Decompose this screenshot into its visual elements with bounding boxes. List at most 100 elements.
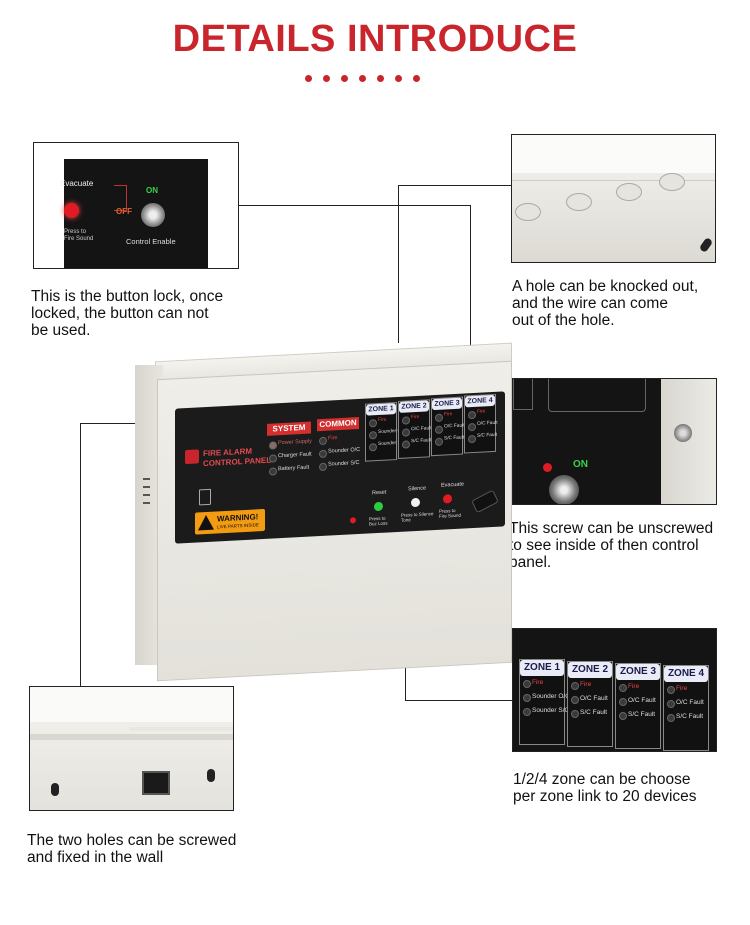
- system-line: Power Supply: [278, 438, 312, 447]
- mounting-slot-icon: [698, 236, 714, 254]
- zone-led: [435, 437, 443, 447]
- evacuate-label: Evacuate: [441, 481, 464, 489]
- zone-led: [402, 428, 410, 437]
- evacuate-button: [443, 494, 452, 504]
- zone-line: Sounder O/C: [532, 693, 570, 700]
- common-line: Fire: [328, 435, 338, 442]
- evacuate-note: Press to Fire Sound: [439, 507, 462, 519]
- zone-header: ZONE 2: [399, 400, 429, 413]
- zone-line: O/C Fault: [444, 423, 465, 430]
- reset-note: Press to Buz Loss: [369, 515, 388, 527]
- on-label: ON: [573, 459, 588, 470]
- press-to-fire-sound-label: Press to Fire Sound: [64, 229, 94, 242]
- zone-line: Fire: [444, 412, 453, 418]
- evacuate-red-button: [64, 203, 79, 218]
- connector-line: [398, 185, 399, 343]
- zone-line: Fire: [676, 685, 688, 692]
- zone-header: ZONE 1: [366, 403, 396, 416]
- brand-logo-icon: [185, 449, 199, 465]
- zone-led: [369, 419, 377, 428]
- common-line: Sounder O/C: [328, 446, 361, 455]
- zone-header: ZONE 1: [520, 660, 564, 676]
- common-line: Sounder S/C: [328, 459, 360, 468]
- zone-line: O/C Fault: [580, 695, 608, 702]
- connector-line: [398, 185, 511, 186]
- wall-mount-hole-icon: [207, 769, 215, 782]
- connector-line: [405, 700, 512, 701]
- knockout-hole: [659, 173, 685, 191]
- zone-led: [402, 416, 410, 425]
- page-title: DETAILS INTRODUCE: [172, 18, 578, 60]
- wall-mount-hole-icon: [51, 783, 59, 796]
- zone-line: Fire: [532, 679, 544, 686]
- wall-caption: The two holes can be screwed and fixed i…: [27, 832, 237, 866]
- warning-icon: [198, 514, 214, 531]
- zone-line: S/C Fault: [628, 711, 656, 718]
- button-lock-closeup: Evacuate Press to Fire Sound OFF ON Cont…: [33, 142, 239, 269]
- system-line: Charger Fault: [278, 451, 312, 460]
- wall-holes-closeup: [29, 686, 234, 811]
- zone-header: ZONE 3: [432, 397, 462, 411]
- divider-dot: [305, 75, 312, 82]
- zone-header: ZONE 2: [568, 662, 612, 678]
- key-lock-icon: [549, 475, 579, 504]
- zone-led: [402, 440, 410, 449]
- zone-led: [523, 680, 531, 688]
- off-label: OFF: [116, 207, 132, 216]
- zone-line: Fire: [411, 414, 420, 421]
- zone-led: [667, 714, 675, 722]
- zone-line: Fire: [477, 409, 486, 415]
- silence-label: Silence: [408, 485, 427, 493]
- zone-led: [571, 682, 579, 690]
- zone-led: [369, 443, 377, 452]
- divider-dot: [359, 75, 366, 82]
- knockout-hole: [616, 183, 642, 201]
- zone-led: [571, 696, 579, 704]
- zone-led: [619, 698, 627, 706]
- knockout-hole: [566, 193, 592, 211]
- zone-led: [468, 434, 476, 444]
- knockout-caption: A hole can be knocked out, and the wire …: [512, 278, 699, 329]
- zone-line: Fire: [580, 681, 592, 688]
- zone-line: S/C Fault: [411, 438, 431, 445]
- divider-dot: [323, 75, 330, 82]
- zone-led: [667, 686, 675, 694]
- status-led: [350, 517, 356, 524]
- zone-led: [619, 684, 627, 692]
- zone-line: O/C Fault: [477, 420, 498, 427]
- zone-line: Sounder S/C: [532, 707, 570, 714]
- silence-button: [411, 497, 420, 508]
- divider-dot: [341, 75, 348, 82]
- cable-window: [142, 771, 170, 795]
- zone-line: O/C Fault: [628, 697, 656, 704]
- zones-caption: 1/2/4 zone can be choose per zone link t…: [513, 771, 697, 805]
- zone-led: [571, 710, 579, 718]
- zone-line: O/C Fault: [676, 699, 704, 706]
- button-lock-caption: This is the button lock, once locked, th…: [31, 288, 224, 339]
- zone-led: [619, 712, 627, 720]
- zone-header: ZONE 4: [664, 666, 708, 682]
- key-icon: [471, 489, 499, 514]
- zone-line: Fire: [378, 417, 387, 424]
- connector-line: [238, 205, 470, 206]
- zone-line: Fire: [628, 683, 640, 690]
- zone-led: [369, 431, 377, 440]
- zone-led: [667, 700, 675, 708]
- zone-line: S/C Fault: [676, 713, 704, 720]
- common-header: COMMON: [317, 417, 359, 432]
- knockout-holes-closeup: [511, 134, 716, 263]
- zone-led: [468, 422, 476, 432]
- connector-line: [80, 423, 81, 686]
- divider-dot: [377, 75, 384, 82]
- divider-dot: [395, 75, 402, 82]
- zone-led: [468, 410, 476, 420]
- key-lock-icon: [141, 203, 165, 227]
- system-header: SYSTEM: [267, 421, 311, 436]
